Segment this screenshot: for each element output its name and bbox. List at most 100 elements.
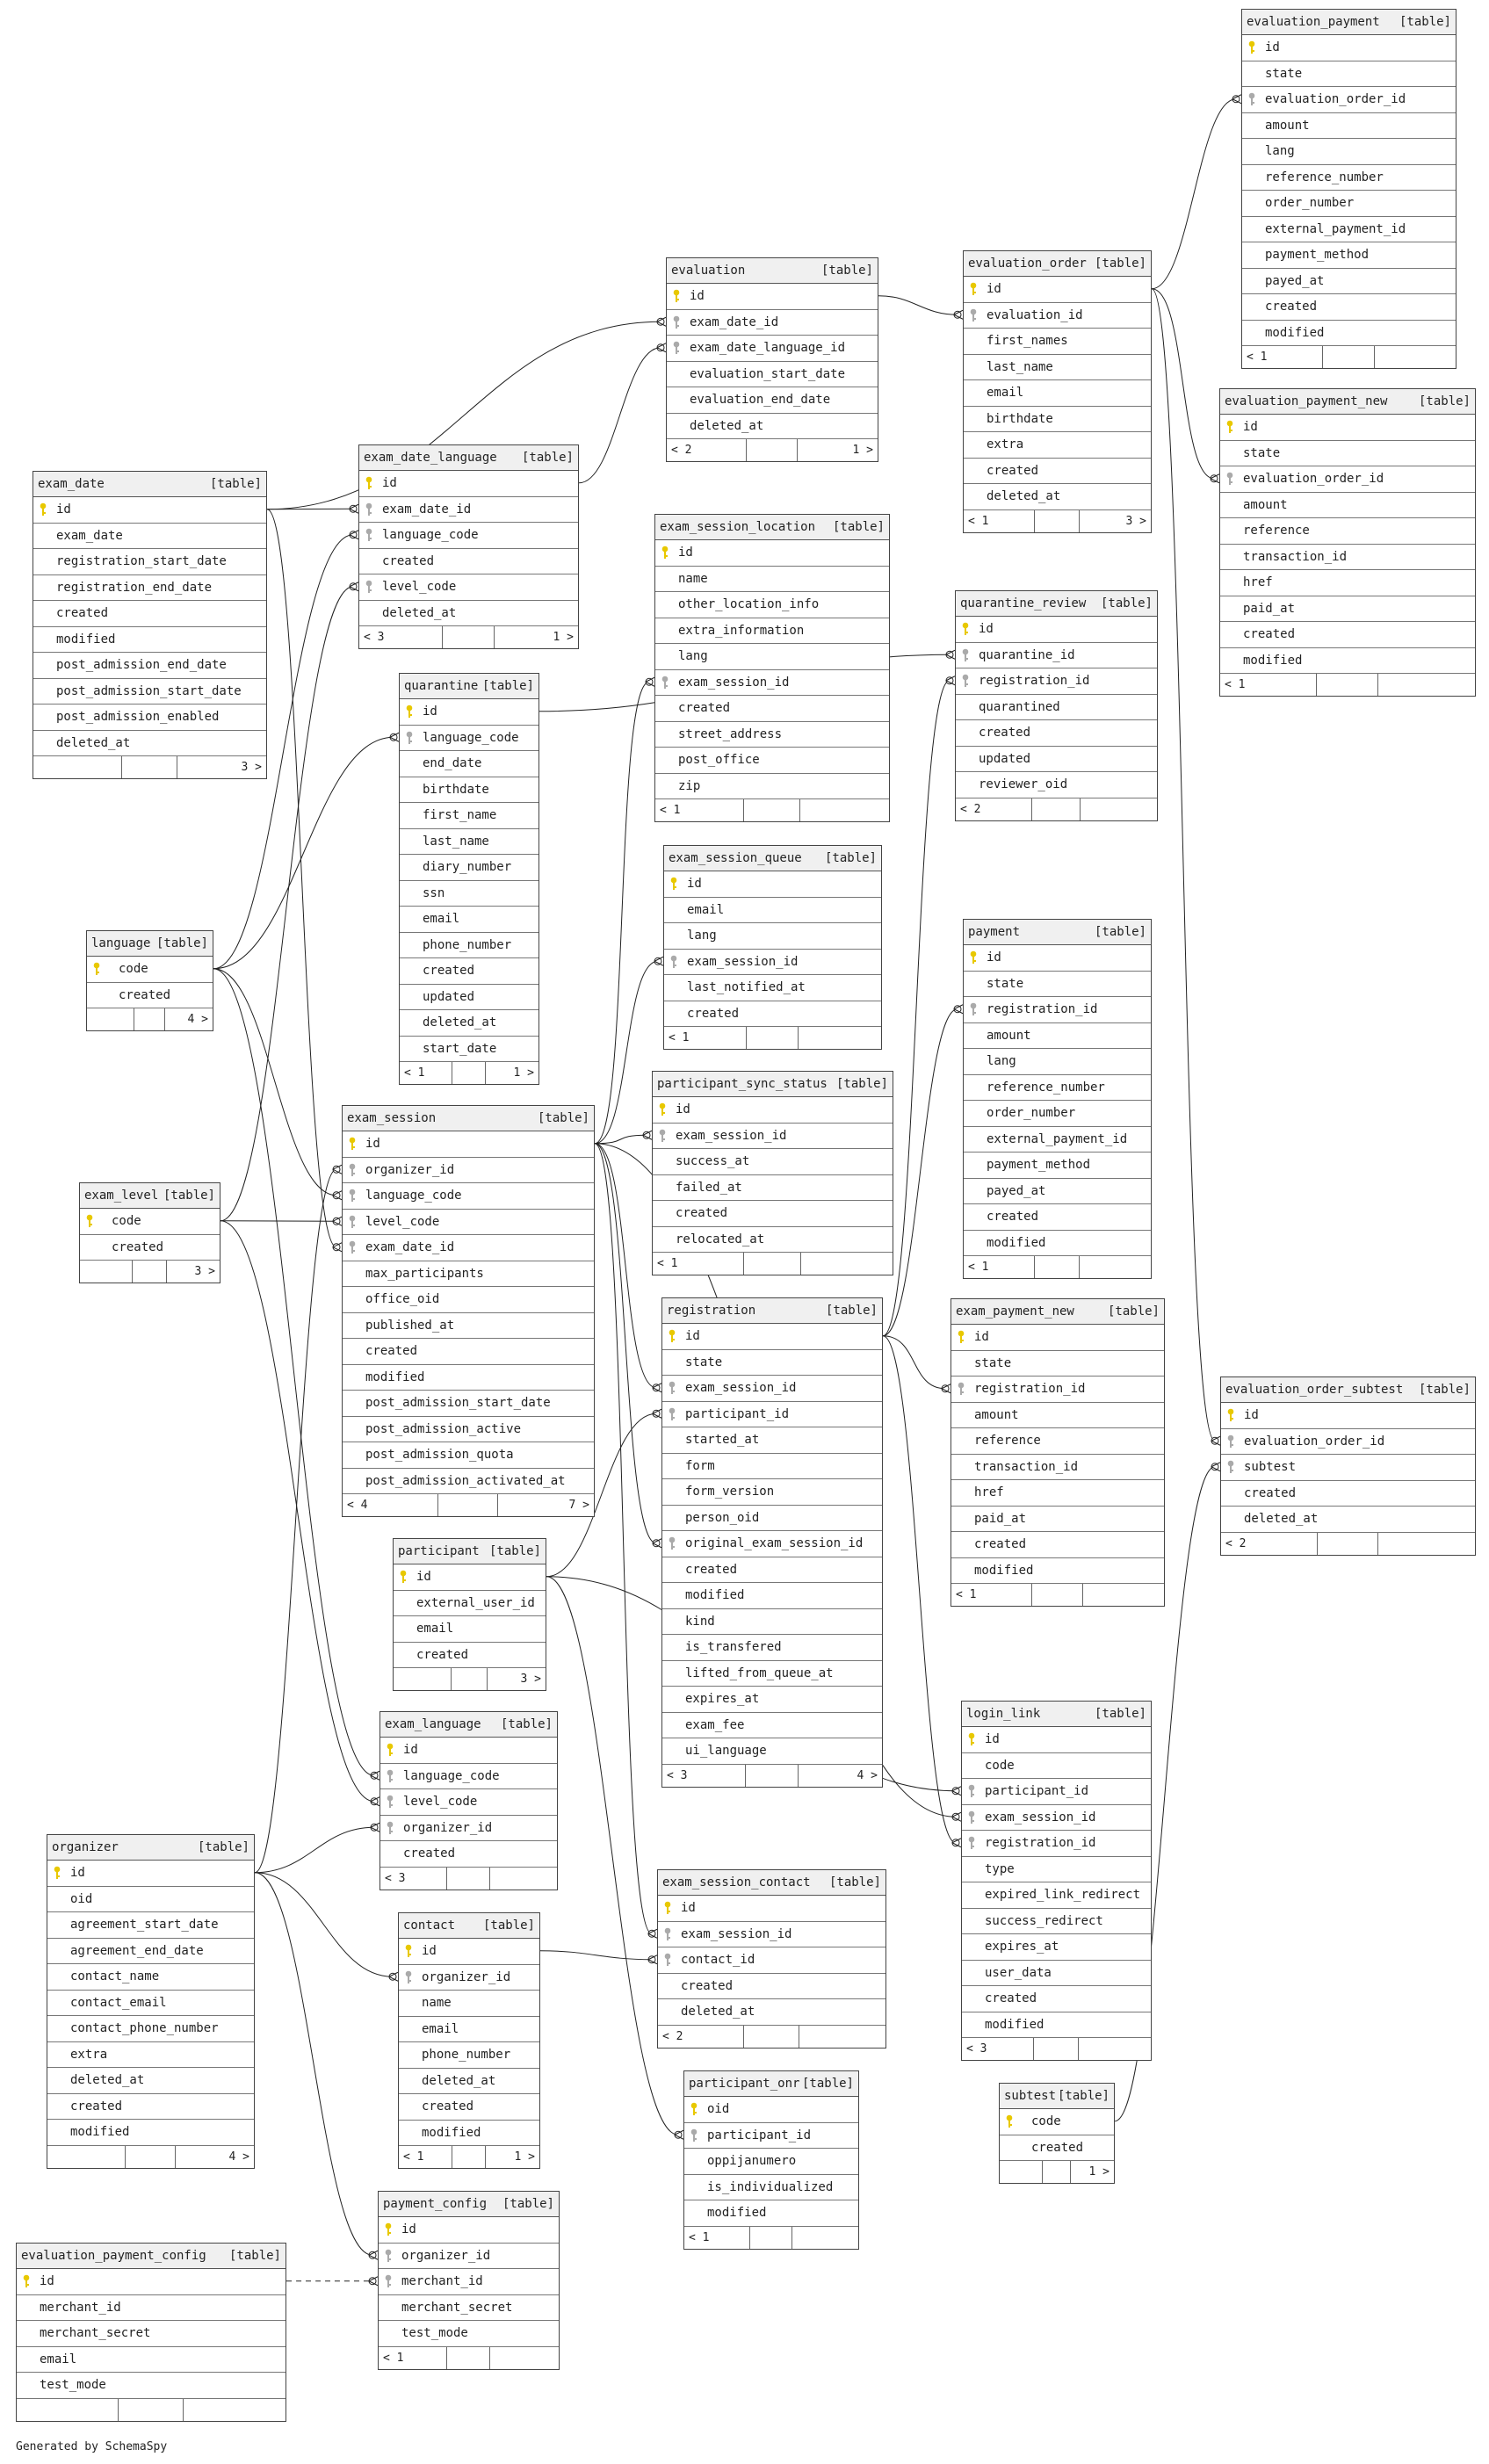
zero-or-many-marker xyxy=(332,1165,341,1174)
child-count xyxy=(184,2399,286,2421)
row-count xyxy=(1323,346,1375,368)
column-row: published_at xyxy=(343,1313,594,1339)
column-row: deleted_at xyxy=(47,2068,254,2094)
relationship-line xyxy=(882,1335,957,1844)
column-name: external_user_id xyxy=(416,1595,535,1610)
crows-foot-marker xyxy=(370,1770,380,1781)
column-name: post_admission_start_date xyxy=(365,1396,551,1411)
column-row: first_name xyxy=(400,803,538,829)
column-name: modified xyxy=(56,632,116,647)
column-row: birthdate xyxy=(400,777,538,803)
table-name: participant_sync_status xyxy=(657,1077,828,1091)
child-count: 7 > xyxy=(568,1499,589,1512)
column-row: merchant_secret xyxy=(379,2295,559,2321)
child-count xyxy=(1378,674,1475,696)
column-row: organizer_id xyxy=(379,2244,559,2269)
column-row: created xyxy=(1220,622,1475,648)
parent-count: < 3 xyxy=(962,2038,1034,2060)
column-row: post_admission_start_date xyxy=(343,1391,594,1417)
column-name: id xyxy=(403,1743,418,1758)
column-row: updated xyxy=(400,985,538,1010)
foreign-key-icon xyxy=(349,1189,356,1203)
child-count xyxy=(799,1027,881,1049)
table-name: login_link xyxy=(966,1707,1041,1721)
key-slot xyxy=(663,1953,681,1967)
column-name: created xyxy=(987,463,1039,478)
parent-count: < 1 xyxy=(964,1256,1035,1278)
column-name: id xyxy=(422,1944,437,1959)
crows-foot-marker xyxy=(370,1796,380,1807)
foreign-key-icon xyxy=(405,1970,412,1983)
crows-foot-marker xyxy=(370,1822,380,1832)
table-footer: < 1 xyxy=(664,1027,881,1049)
child-count: 4 > xyxy=(187,1013,208,1026)
crows-foot-marker xyxy=(1210,473,1220,484)
column-row: registration_end_date xyxy=(33,575,266,601)
column-row: post_admission_end_date xyxy=(33,653,266,679)
column-name: paid_at xyxy=(1243,601,1296,616)
column-name: deleted_at xyxy=(70,2073,145,2088)
crows-foot-marker xyxy=(332,1164,343,1174)
column-name: quarantine_id xyxy=(979,647,1075,662)
relationship-line xyxy=(539,1950,653,1961)
column-row: updated xyxy=(956,747,1157,772)
column-row: created xyxy=(343,1339,594,1365)
key-slot xyxy=(348,1240,365,1254)
column-row: failed_at xyxy=(653,1175,893,1201)
key-slot xyxy=(365,528,382,542)
column-row: id xyxy=(664,871,881,898)
column-row: payment_method xyxy=(1242,242,1456,269)
table-header: participant[table] xyxy=(394,1539,546,1564)
column-row: merchant_secret xyxy=(17,2321,286,2347)
key-slot xyxy=(661,546,678,560)
foreign-key-icon xyxy=(387,1795,394,1809)
column-name: id xyxy=(979,622,994,637)
key-slot xyxy=(969,950,987,965)
column-name: id xyxy=(690,289,705,304)
column-row: is_transfered xyxy=(662,1635,882,1661)
column-row: expires_at xyxy=(962,1934,1151,1961)
column-name: modified xyxy=(685,1588,745,1603)
primary-key-icon xyxy=(1227,1408,1234,1422)
column-row: start_date xyxy=(400,1037,538,1062)
zero-or-many-marker xyxy=(656,317,665,326)
row-count xyxy=(746,1764,799,1787)
row-count xyxy=(1318,1532,1379,1555)
foreign-key-icon xyxy=(349,1240,356,1254)
key-slot xyxy=(663,1927,681,1941)
primary-key-icon xyxy=(968,1732,975,1746)
column-row: organizer_id xyxy=(399,1965,539,1991)
column-row: id xyxy=(1242,35,1456,61)
parent-count: < 3 xyxy=(380,1867,448,1890)
column-row: post_admission_start_date xyxy=(33,679,266,705)
key-slot xyxy=(668,1407,685,1421)
